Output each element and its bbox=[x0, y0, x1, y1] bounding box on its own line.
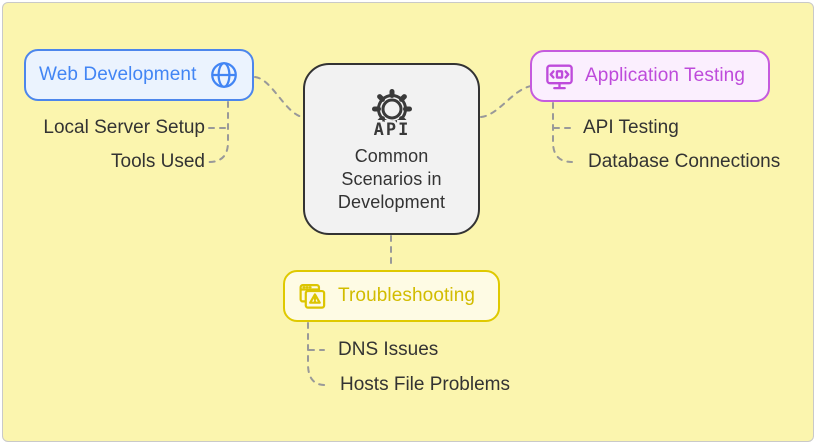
sub-label-local-server-setup: Local Server Setup bbox=[43, 117, 205, 138]
node-center-common-scenarios: API Common Scenarios in Development bbox=[303, 63, 480, 235]
gear-api-icon: API bbox=[364, 85, 420, 143]
browser-warning-icon bbox=[297, 281, 328, 312]
node-web-development: Web Development bbox=[24, 49, 254, 101]
center-node-label: Common Scenarios in Development bbox=[337, 145, 446, 212]
sub-label-dns-issues: DNS Issues bbox=[338, 339, 439, 360]
node-troubleshooting: Troubleshooting bbox=[283, 270, 500, 322]
sub-label-tools-used: Tools Used bbox=[111, 151, 205, 172]
globe-icon bbox=[209, 60, 239, 90]
node-application-testing: Application Testing bbox=[530, 50, 770, 102]
sub-label-database-connections: Database Connections bbox=[588, 151, 781, 172]
node-troubleshooting-label: Troubleshooting bbox=[338, 285, 476, 306]
node-web-development-label: Web Development bbox=[39, 64, 197, 85]
sub-label-hosts-file-problems: Hosts File Problems bbox=[340, 374, 510, 395]
sub-label-api-testing: API Testing bbox=[583, 117, 679, 138]
node-application-testing-label: Application Testing bbox=[585, 65, 745, 86]
gear-api-icon-text: API bbox=[373, 120, 410, 140]
monitor-code-icon bbox=[544, 61, 575, 92]
